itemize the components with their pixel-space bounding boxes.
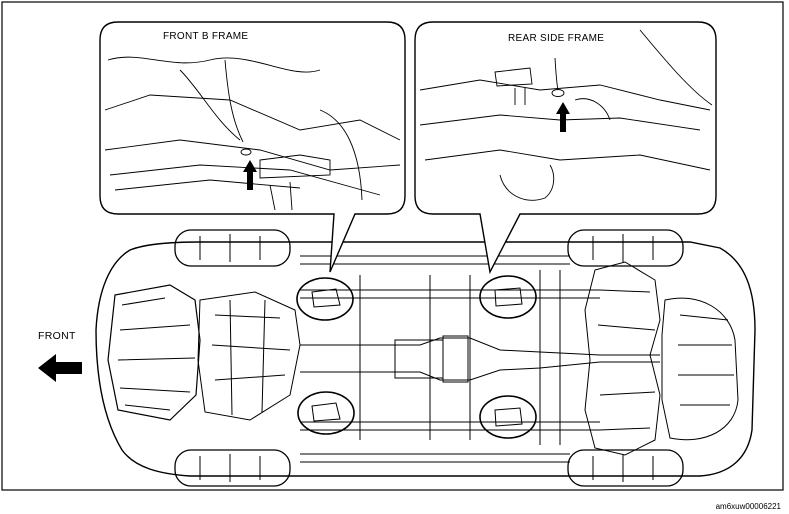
- vehicle-underbody: [95, 229, 756, 487]
- rear-side-frame-label: REAR SIDE FRAME: [508, 33, 605, 44]
- left-arrow-icon: [38, 354, 82, 382]
- jack-arrow-icon-front: [243, 160, 257, 190]
- figure-code: am6xuw00006221: [715, 502, 781, 511]
- rear-side-frame-callout: [414, 21, 717, 275]
- jack-arrow-icon-rear: [556, 102, 570, 132]
- rear-right-tire: [567, 449, 684, 487]
- jack-point-rear-left: [479, 275, 537, 319]
- front-left-tire: [174, 229, 291, 267]
- jack-point-front-left: [296, 277, 354, 321]
- front-right-tire: [174, 449, 291, 487]
- front-b-frame-callout: [99, 21, 406, 273]
- jack-point-front-right: [297, 391, 355, 435]
- rear-left-tire: [567, 229, 684, 267]
- front-direction-label: FRONT: [38, 330, 76, 342]
- jack-point-rear-right: [479, 395, 537, 439]
- front-b-frame-label: FRONT B FRAME: [163, 31, 249, 42]
- figure-border: [1, 1, 784, 491]
